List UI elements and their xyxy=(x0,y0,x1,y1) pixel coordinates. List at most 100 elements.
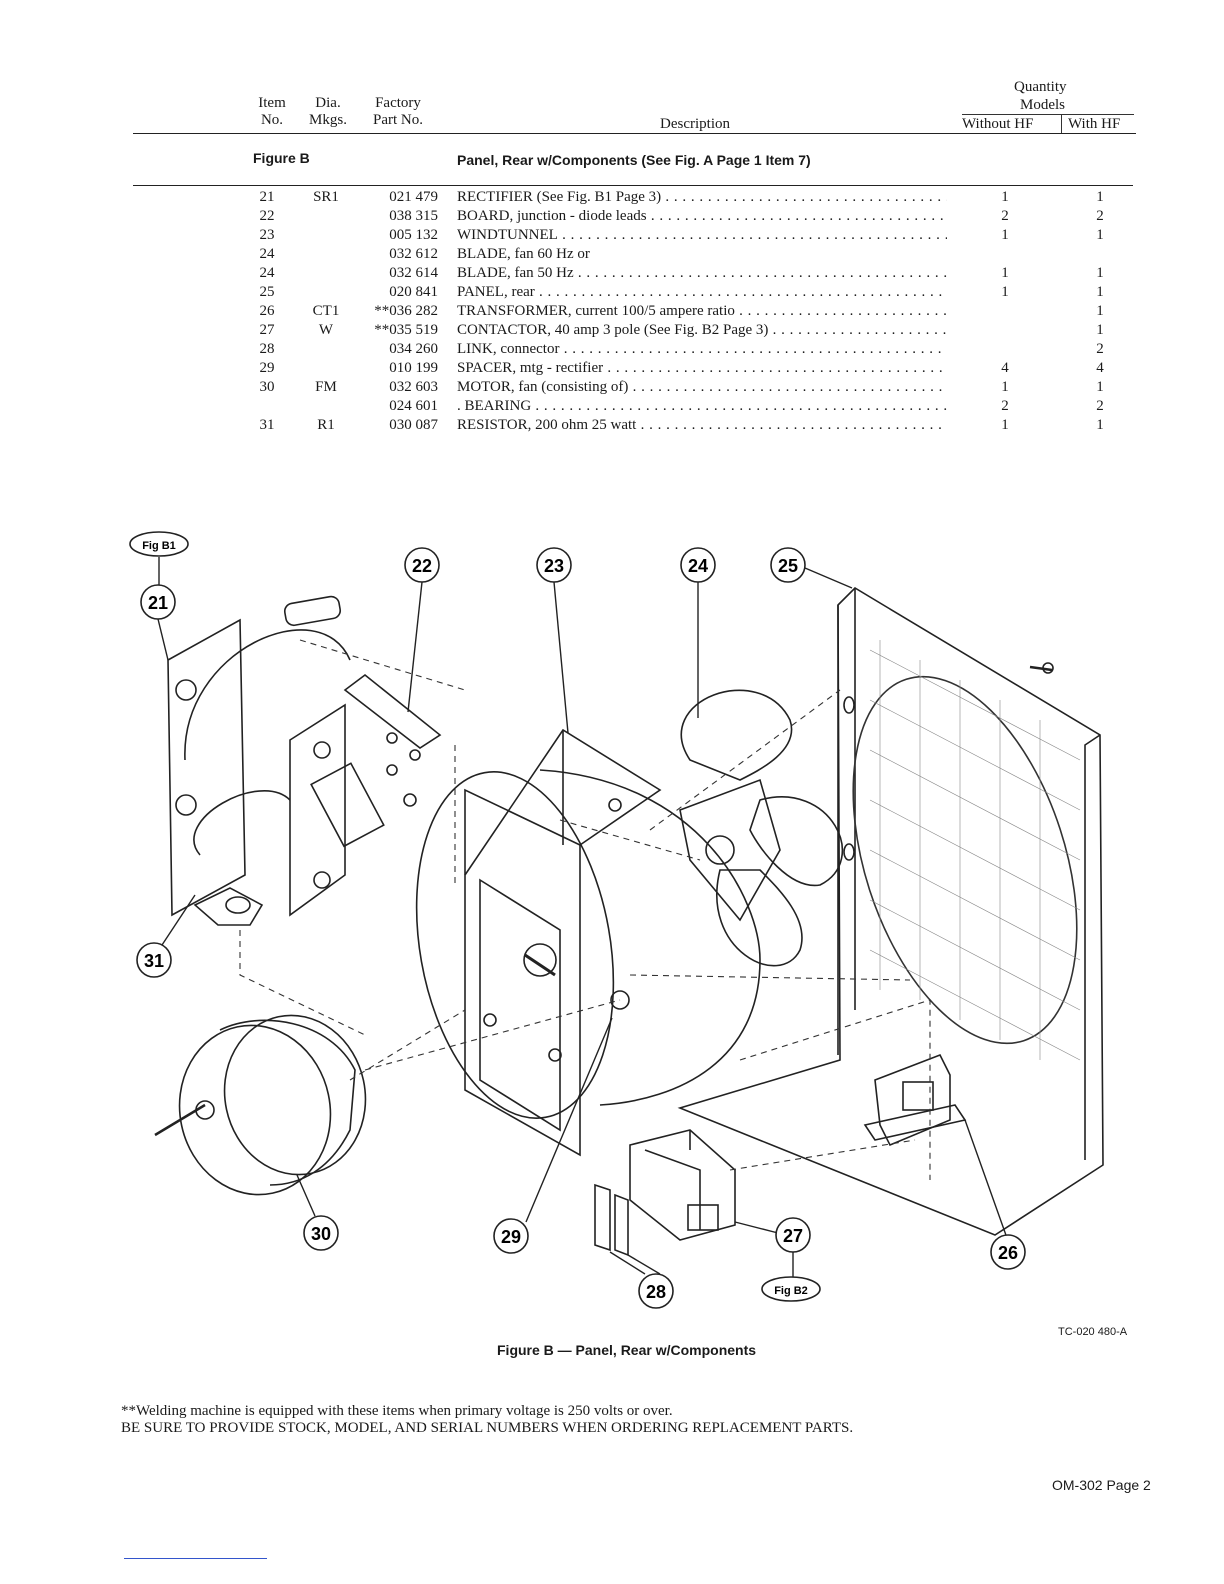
header-factory-label: Factory xyxy=(375,95,421,111)
item-no-cell: 31 xyxy=(259,417,275,433)
item-no-cell: 23 xyxy=(259,227,275,243)
fig-b1-tag: Fig B1 xyxy=(129,531,189,557)
description-cell: TRANSFORMER, current 100/5 ampere ratio xyxy=(457,303,947,320)
header-quantity: Quantity xyxy=(1014,79,1067,95)
models-underline xyxy=(962,114,1134,115)
svg-text:28: 28 xyxy=(646,1282,666,1302)
item-no-cell: 24 xyxy=(259,246,275,262)
dia-mkgs-cell: CT1 xyxy=(312,303,340,319)
header-rule xyxy=(133,133,1136,134)
qty-without-hf-cell: 1 xyxy=(1001,265,1009,281)
dia-mkgs-cell: R1 xyxy=(317,417,335,433)
drawing-number: TC-020 480-A xyxy=(1058,1326,1128,1338)
alignment-lines xyxy=(239,639,931,1180)
rear-panel xyxy=(677,586,1104,1236)
callout-29: 29 xyxy=(493,1218,529,1254)
svg-text:29: 29 xyxy=(501,1227,521,1247)
part-no-cell: 020 841 xyxy=(389,284,438,300)
svg-text:Fig B2: Fig B2 xyxy=(774,1285,808,1297)
header-without-hf: Without HF xyxy=(962,116,1034,132)
callout-28: 28 xyxy=(638,1273,674,1309)
callout-27: 27 xyxy=(775,1217,811,1253)
windtunnel xyxy=(415,728,761,1157)
header-dia-label: Dia. xyxy=(315,95,341,111)
callout-bubbles: 21 22 23 24 25 26 27 28 29 30 31 Fig B1 … xyxy=(129,531,1026,1309)
svg-text:23: 23 xyxy=(544,556,564,576)
svg-text:31: 31 xyxy=(144,951,164,971)
part-no-cell: 005 132 xyxy=(389,227,438,243)
fan-blade xyxy=(679,689,844,967)
description-cell: PANEL, rear xyxy=(457,284,947,301)
qty-with-hf-cell: 1 xyxy=(1096,189,1104,205)
part-no-cell: 024 601 xyxy=(389,398,438,414)
part-no-cell: 034 260 xyxy=(389,341,438,357)
header-factory-part-no: Factory Part No. xyxy=(366,95,430,129)
table-row: 024 601. BEARING22 xyxy=(0,398,1224,417)
description-cell: MOTOR, fan (consisting of) xyxy=(457,379,947,396)
qty-with-hf-cell: 1 xyxy=(1096,303,1104,319)
qty-without-hf-cell: 1 xyxy=(1001,284,1009,300)
item-no-cell: 30 xyxy=(259,379,275,395)
item-no-cell: 29 xyxy=(259,360,275,376)
header-description: Description xyxy=(660,116,730,132)
svg-text:30: 30 xyxy=(311,1224,331,1244)
page-number: OM-302 Page 2 xyxy=(1052,1477,1151,1493)
qty-without-hf-cell: 2 xyxy=(1001,208,1009,224)
table-row: 26 CT1 **036 282 TRANSFORMER, current 100/5… xyxy=(0,303,1224,322)
section-title: Panel, Rear w/Components (See Fig. A Pag… xyxy=(457,152,811,168)
qty-with-hf-cell: 1 xyxy=(1096,284,1104,300)
contactor xyxy=(629,1129,736,1241)
resistor xyxy=(193,887,264,926)
svg-text:21: 21 xyxy=(148,593,168,613)
item-no-cell: 27 xyxy=(259,322,275,338)
callout-leaders xyxy=(157,557,1008,1277)
qty-with-hf-cell: 2 xyxy=(1096,398,1104,414)
part-no-cell: 032 603 xyxy=(389,379,438,395)
callout-26: 26 xyxy=(990,1234,1026,1270)
part-no-cell: **036 282 xyxy=(374,303,438,319)
junction-board xyxy=(343,673,442,807)
part-no-cell: 032 612 xyxy=(389,246,438,262)
qty-without-hf-cell: 1 xyxy=(1001,417,1009,433)
svg-text:26: 26 xyxy=(998,1243,1018,1263)
header-quantity-divider xyxy=(1061,114,1062,134)
header-with-hf: With HF xyxy=(1068,116,1121,132)
part-no-cell: 010 199 xyxy=(389,360,438,376)
qty-with-hf-cell: 2 xyxy=(1096,208,1104,224)
section-figure-label: Figure B xyxy=(253,150,310,166)
dia-mkgs-cell: SR1 xyxy=(313,189,339,205)
qty-with-hf-cell: 1 xyxy=(1096,265,1104,281)
dia-mkgs-cell: W xyxy=(318,322,334,338)
header-dia-mkgs: Dia. Mkgs. xyxy=(305,95,351,129)
bottom-rule xyxy=(124,1558,267,1559)
part-no-cell: 030 087 xyxy=(389,417,438,433)
ordering-notice: BE SURE TO PROVIDE STOCK, MODEL, AND SER… xyxy=(121,1420,854,1436)
qty-with-hf-cell: 1 xyxy=(1096,379,1104,395)
description-cell: BLADE, fan 60 Hz or xyxy=(457,246,590,262)
item-no-cell: 26 xyxy=(259,303,275,319)
voltage-note: **Welding machine is equipped with these… xyxy=(121,1403,673,1419)
dia-mkgs-cell: FM xyxy=(315,379,337,395)
description-cell: WINDTUNNEL xyxy=(457,227,947,244)
description-cell: BOARD, junction - diode leads xyxy=(457,208,947,225)
callout-22: 22 xyxy=(404,547,440,583)
connector-links xyxy=(594,1183,629,1257)
description-cell: SPACER, mtg - rectifier xyxy=(457,360,947,377)
item-no-cell: 28 xyxy=(259,341,275,357)
qty-with-hf-cell: 1 xyxy=(1096,227,1104,243)
callout-25: 25 xyxy=(770,547,806,583)
svg-text:25: 25 xyxy=(778,556,798,576)
callout-24: 24 xyxy=(680,547,716,583)
description-cell: RESISTOR, 200 ohm 25 watt xyxy=(457,417,947,434)
current-transformer xyxy=(863,1053,967,1147)
svg-text:24: 24 xyxy=(688,556,708,576)
